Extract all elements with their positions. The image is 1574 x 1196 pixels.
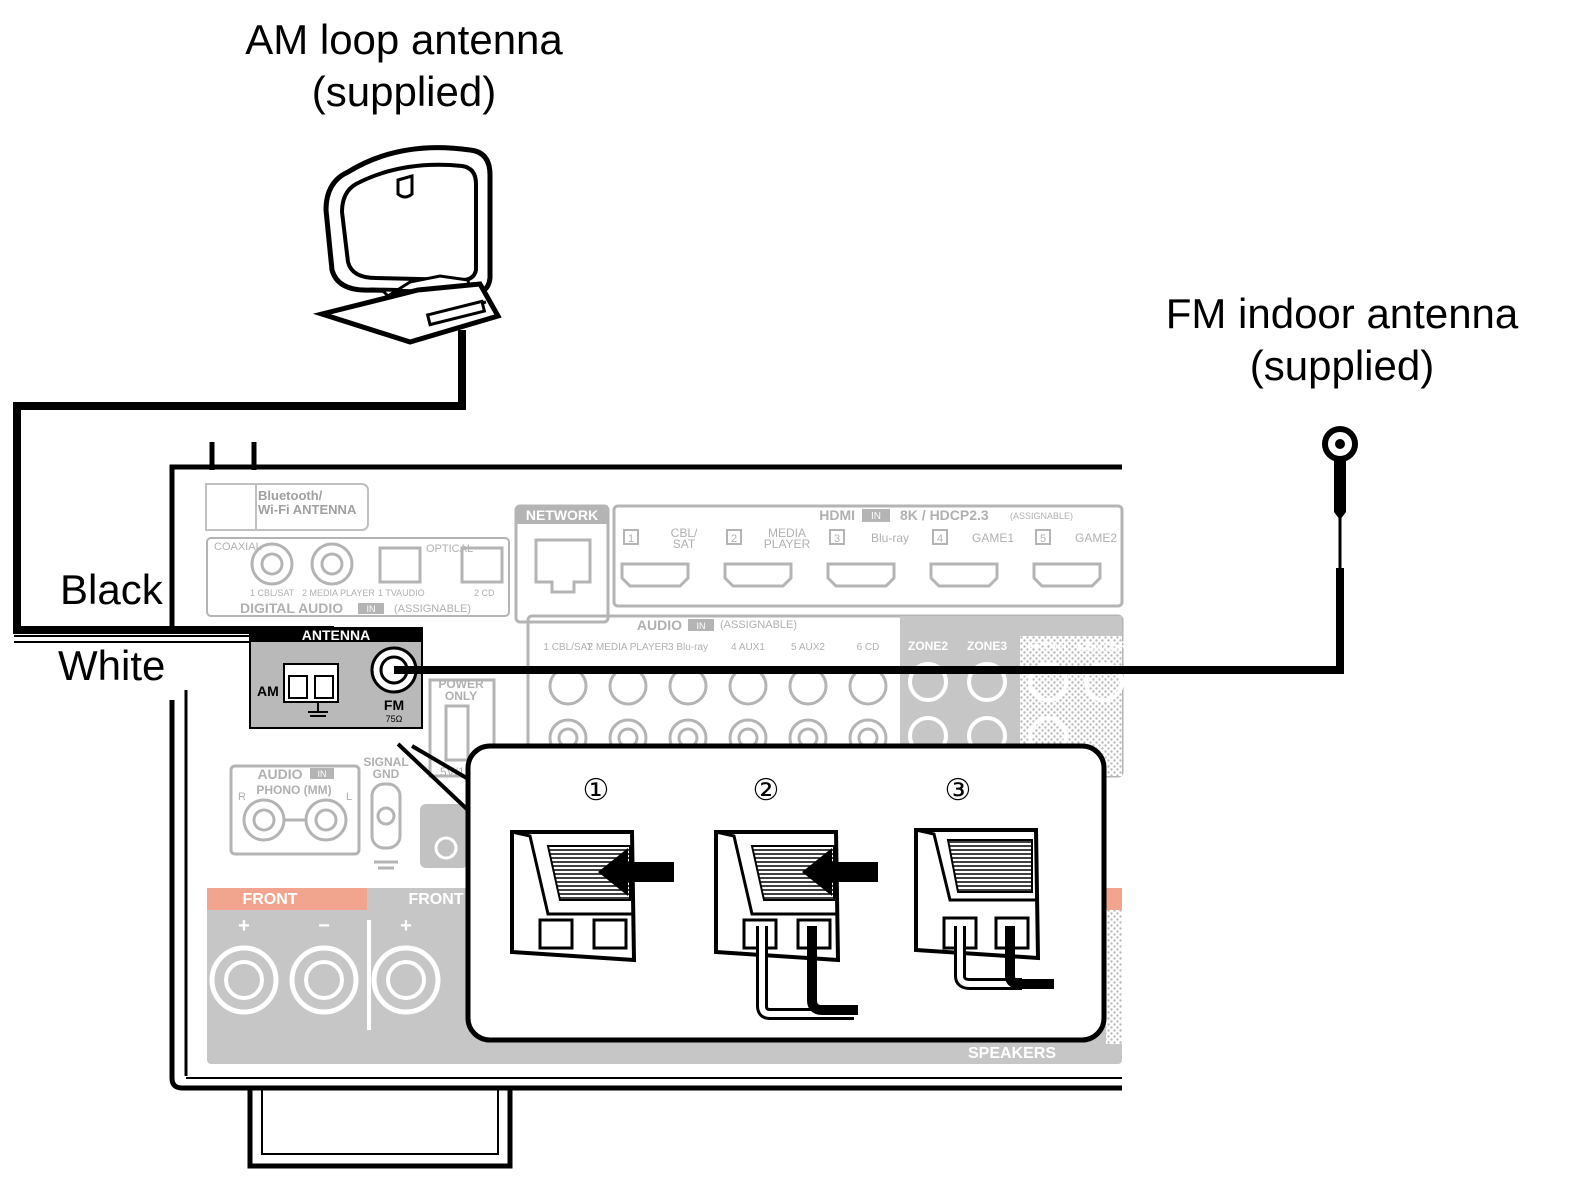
hdmi-port-name: MEDIA — [768, 526, 806, 540]
bluetooth-label-1: Bluetooth/ — [258, 488, 323, 503]
antenna-terminal-panel: ANTENNA AM FM 75Ω — [249, 627, 423, 729]
coax1-label: 1 CBL/SAT — [250, 588, 295, 598]
hdmi-port-4: 4 GAME1 — [929, 529, 1014, 588]
fm-antenna-subtitle: (supplied) — [1250, 342, 1434, 389]
fm-indoor-antenna-icon — [1322, 426, 1358, 672]
audio-input-6: 6 CD — [848, 642, 888, 758]
minus-1: − — [318, 915, 330, 937]
audio-label: AUDIO — [637, 617, 682, 633]
step-2-number: ② — [753, 774, 780, 807]
receiver-rear-panel — [169, 442, 1122, 1169]
digital-in-badge: IN — [367, 604, 376, 614]
power-label: POWER — [438, 677, 484, 691]
audio-in-badge: IN — [697, 621, 706, 631]
audio-input-4: 4 AUX1 — [728, 642, 768, 758]
callout-pointer-bottom — [410, 744, 472, 782]
step-2-terminal-icon — [714, 830, 878, 1020]
opt1-label: 1 TVAUDIO — [378, 588, 425, 598]
zone3-label: ZONE3 — [967, 639, 1007, 653]
hdmi-port-1: 1 CBL/SAT — [620, 526, 698, 588]
step-3-number: ③ — [945, 774, 972, 807]
phono-in-badge: IN — [318, 769, 327, 779]
gnd-label: GND — [373, 767, 400, 781]
hdmi-label: HDMI — [819, 507, 855, 523]
audio-input-2: 2 MEDIA PLAYER — [588, 642, 669, 758]
step-3-terminal-icon — [914, 828, 1054, 990]
hdmi-spec-label: 8K / HDCP2.3 — [900, 507, 989, 523]
coaxial-label: COAXIAL — [214, 541, 262, 553]
front-r-label: FRONT — [242, 891, 297, 908]
hdmi-port-number: 4 — [937, 533, 943, 545]
front-pre-label: FRONT — [1027, 639, 1069, 653]
fm-antenna-title: FM indoor antenna — [1166, 290, 1519, 337]
white-wire-label: White — [58, 642, 165, 689]
front-l-label: FRONT — [408, 891, 463, 908]
digital-assignable: (ASSIGNABLE) — [394, 603, 471, 615]
audio-input-label: 1 CBL/SAT — [543, 642, 592, 653]
hdmi-port-number: 5 — [1040, 533, 1046, 545]
hdmi-port-name-2: PLAYER — [764, 537, 811, 551]
phono-r: R — [238, 791, 246, 803]
audio-input-label: 2 MEDIA PLAYER — [588, 642, 669, 653]
speakers-label: SPEAKERS — [968, 1045, 1056, 1062]
signal-label: SIGNAL — [363, 755, 408, 769]
hdmi-port-name: Blu-ray — [871, 531, 909, 545]
hdmi-port-name: GAME2 — [1075, 531, 1117, 545]
digital-audio-label: DIGITAL AUDIO — [240, 600, 343, 616]
hdmi-port-name-2: SAT — [673, 537, 696, 551]
phono-l: L — [346, 791, 352, 803]
step-1-terminal-icon — [510, 830, 674, 963]
hdmi-port-5: 5 GAME2 — [1032, 529, 1117, 588]
am-antenna-title: AM loop antenna — [245, 16, 563, 63]
am-terminal-label: AM — [257, 683, 279, 699]
opt2-label: 2 CD — [474, 588, 495, 598]
phono-label: PHONO (MM) — [256, 783, 331, 797]
step-1-number: ① — [583, 774, 610, 807]
hdmi-port-number: 1 — [628, 533, 634, 545]
am-loop-antenna-icon — [312, 145, 502, 345]
power-only-label: ONLY — [445, 689, 477, 703]
audio-input-1: 1 CBL/SAT — [543, 642, 593, 758]
audio-input-label: 3 Blu-ray — [668, 642, 708, 653]
audio-input-3: 3 Blu-ray — [668, 642, 708, 758]
plus-1: + — [238, 915, 250, 937]
hdmi-port-number: 3 — [834, 533, 840, 545]
hdmi-port-number: 2 — [731, 533, 737, 545]
network-label: NETWORK — [526, 507, 598, 523]
audio-input-label: 6 CD — [857, 642, 880, 653]
audio-input-label: 5 AUX2 — [791, 642, 825, 653]
bluetooth-label-2: Wi-Fi ANTENNA — [258, 502, 357, 517]
hdmi-port-name: GAME1 — [972, 531, 1014, 545]
audio-input-5: 5 AUX2 — [788, 642, 828, 758]
coax2-label: 2 MEDIA PLAYER — [302, 588, 375, 598]
audio-input-label: 4 AUX1 — [731, 642, 765, 653]
zone2-label: ZONE2 — [908, 639, 948, 653]
audio-assignable: (ASSIGNABLE) — [720, 619, 797, 631]
fm-terminal-label: FM — [384, 697, 404, 713]
fm-ohm-label: 75Ω — [386, 714, 403, 724]
center-pre-label: CENTER — [1077, 639, 1127, 653]
plus-2: + — [400, 915, 412, 937]
hdmi-in-badge: IN — [871, 511, 881, 522]
am-antenna-subtitle: (supplied) — [312, 68, 496, 115]
antenna-header: ANTENNA — [302, 627, 370, 643]
phono-audio-label: AUDIO — [257, 766, 302, 782]
callout-pointer-top — [396, 742, 472, 814]
black-wire-label: Black — [60, 566, 164, 613]
hdmi-port-3: 3 Blu-ray — [826, 529, 909, 588]
hdmi-port-name: CBL/ — [671, 526, 698, 540]
hdmi-assignable: (ASSIGNABLE) — [1010, 511, 1073, 521]
